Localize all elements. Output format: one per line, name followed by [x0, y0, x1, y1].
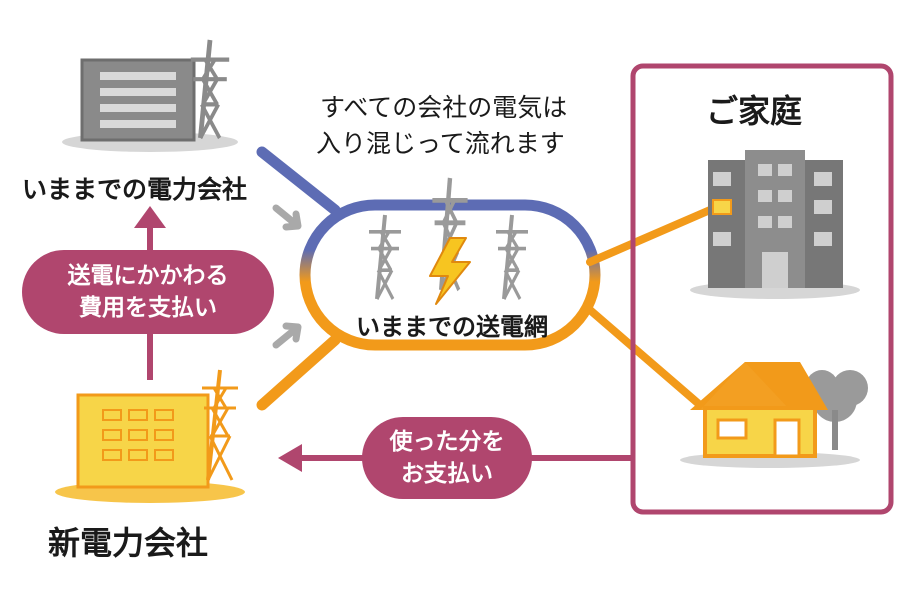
badge-line: お支払い [401, 461, 493, 487]
new-power-company-building-icon [55, 393, 245, 503]
old-company-label: いままでの電力会社 [22, 175, 248, 204]
pylon-icon [191, 40, 229, 138]
household-box [630, 63, 894, 515]
grid-caption-line2: 入り混じって流れます [316, 129, 565, 158]
lightning-icon [429, 237, 471, 305]
grid-name-label: いままでの送電網 [356, 313, 548, 341]
grid-caption-line1: すべての会社の電気は [320, 93, 568, 122]
badge-line: 送電にかかわる [67, 263, 229, 289]
old-company-power-line [256, 146, 341, 216]
grid-to-house-line [586, 306, 704, 409]
old-power-company-building-icon [62, 58, 238, 152]
arrow-icon [272, 322, 302, 349]
badge-line: 費用を支払い [79, 295, 217, 321]
arrow-icon [272, 204, 302, 231]
tree-icon [806, 370, 868, 450]
badge-line: 使った分を [389, 429, 505, 455]
new-company-power-line [256, 334, 341, 411]
transmission-fee-badge: 送電にかかわる 費用を支払い [22, 250, 274, 334]
pylon-icon [202, 369, 238, 481]
apartment-building-icon [690, 150, 860, 299]
new-company-label: 新電力会社 [48, 524, 209, 562]
house-icon [680, 362, 860, 468]
grid-to-apartment-line [586, 206, 714, 266]
usage-fee-badge: 使った分を お支払い [362, 417, 532, 499]
household-title: ご家庭 [706, 92, 803, 130]
